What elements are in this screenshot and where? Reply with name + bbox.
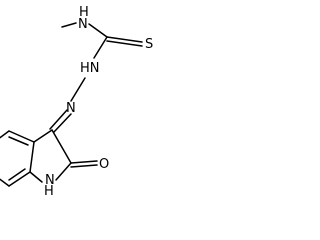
- bond-c-s-1: [106, 36, 143, 43]
- bond-arom-inner-3: [8, 168, 26, 181]
- bond-c4-c5: [0, 130, 10, 139]
- bond-n-cs: [88, 23, 108, 38]
- bond-c3-c2: [51, 129, 72, 164]
- bond-c-nh: [93, 36, 108, 59]
- bond-arom-inner-1: [8, 136, 29, 146]
- label-hydrazine-nh: HN: [80, 61, 100, 76]
- bond-nh-n: [70, 77, 86, 102]
- bond-c-s-2: [106, 40, 143, 47]
- label-methyl-h: H: [79, 5, 89, 20]
- bond-c7a-c3a: [29, 141, 35, 173]
- bond-c6-c7: [0, 178, 10, 187]
- bond-c2-n1: [55, 162, 72, 181]
- bond-c3a-c4: [8, 130, 35, 143]
- bond-c2-o-1: [70, 160, 98, 164]
- label-thione-s: S: [145, 37, 153, 52]
- bond-c3-c3a: [33, 129, 53, 143]
- structure-canvas: H N S HN N H N O: [0, 5, 153, 199]
- label-lactam-n: N: [45, 173, 55, 188]
- molecule-drawing: H N S HN N H N O: [0, 5, 153, 199]
- bond-methyl-n: [61, 22, 77, 28]
- label-lactam-h: H: [44, 184, 54, 199]
- bond-c7-c7a: [8, 171, 31, 187]
- bond-n1-c7a: [29, 171, 43, 183]
- label-methyl-n: N: [78, 17, 88, 32]
- bond-c2-o-2: [70, 164, 98, 168]
- label-carbonyl-o: O: [99, 157, 109, 172]
- bond-n-c3-1: [49, 109, 68, 130]
- label-hydrazone-n: N: [66, 101, 76, 116]
- bond-n-c3-2: [53, 113, 72, 133]
